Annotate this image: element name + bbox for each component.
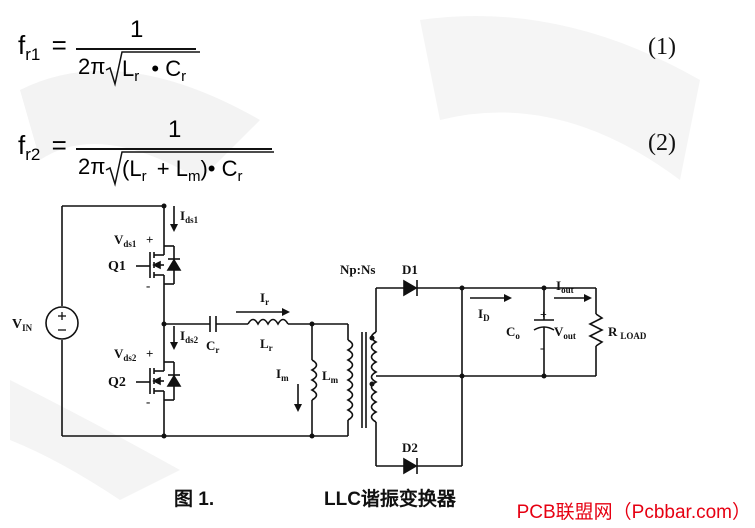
label-ids1: Ids1: [180, 208, 199, 225]
junction-dot: [541, 373, 547, 379]
eq2-den-L2: L: [175, 156, 188, 181]
label-vds2-plus: +: [146, 346, 153, 361]
eq2-lhs-base: f: [18, 130, 26, 160]
transformer-primary-icon: [346, 339, 354, 421]
junction-dot: [161, 321, 167, 327]
label-lr: Lr: [260, 336, 273, 353]
label-co: Co: [506, 324, 520, 341]
q1-mosfet-icon: [136, 246, 165, 284]
eq2-lhs: fr2 =: [18, 130, 67, 165]
junction-dot: [309, 433, 315, 439]
eq2-equals: =: [51, 130, 67, 160]
lm-inductor-icon: [310, 359, 318, 401]
junction-dot: [309, 321, 315, 327]
eq2-close-paren: ): [200, 156, 208, 181]
eq2-denominator: 2π: [78, 154, 105, 180]
eq1-lhs-sub: r1: [25, 45, 41, 64]
eq2-fraction-bar: [76, 148, 272, 150]
figure-title: LLC谐振变换器: [324, 489, 456, 510]
site-watermark: PCB联盟网（Pcbbar.com）: [516, 502, 751, 523]
eq2-den-inner: (Lr + Lm)• Cr: [122, 156, 242, 185]
eq1-sqrt-icon: [105, 51, 200, 87]
label-d2: D2: [402, 440, 418, 455]
junction-dot: [161, 433, 167, 439]
eq2-den-prefix: 2π: [78, 154, 106, 179]
eq2-den-plus: +: [156, 156, 170, 181]
eq1-den-C: C: [165, 56, 182, 81]
vin-source-icon: [45, 306, 79, 340]
eq2-den-C-sub: r: [237, 168, 243, 185]
label-id: ID: [478, 306, 490, 323]
eq1-den-inner: Lr • Cr: [122, 56, 186, 85]
transformer-secondary-icon: [370, 331, 378, 423]
eq2-sqrt-icon: [105, 151, 274, 187]
q2-body-diode-icon: [166, 374, 182, 387]
label-vds2-minus: -: [146, 394, 150, 409]
eq2-numerator: 1: [168, 116, 182, 143]
eq2-den-L1-sub: r: [141, 168, 147, 185]
junction-dot: [541, 285, 547, 291]
label-ids2: Ids2: [180, 328, 199, 345]
label-vin: VIN: [12, 317, 33, 333]
eq2-den-L2-sub: m: [187, 168, 201, 185]
eq1-number: (1): [648, 34, 676, 60]
q1-body-diode-icon: [166, 258, 182, 271]
cr-capacitor-icon: [209, 316, 217, 332]
label-ir: Ir: [260, 290, 269, 307]
eq2-den-dot: •: [207, 156, 216, 181]
eq1-den-L-sub: r: [134, 68, 140, 85]
eq2-den-L1: L: [129, 156, 142, 181]
eq1-fraction-bar: [76, 48, 196, 50]
eq1-den-prefix: 2π: [78, 54, 106, 79]
d1-diode-icon: [403, 279, 418, 297]
q2-mosfet-icon: [136, 362, 165, 400]
lr-inductor-icon: [247, 318, 289, 326]
eq1-den-C-sub: r: [181, 68, 187, 85]
label-iout: Iout: [556, 278, 574, 295]
eq1-lhs: fr1 =: [18, 30, 67, 65]
eq1-equals: =: [51, 30, 67, 60]
transformer-dot-icon: [369, 335, 375, 341]
eq1-numerator: 1: [130, 16, 144, 43]
label-co-plus: +: [540, 307, 547, 321]
eq2-open-paren: (: [122, 156, 130, 181]
label-vds1-minus: -: [146, 278, 150, 293]
eq2-number: (2): [648, 130, 676, 156]
figure-number: 图 1.: [174, 489, 215, 510]
eq1-den-dot: •: [151, 56, 160, 81]
eq1-den-L: L: [122, 56, 135, 81]
rload-resistor-icon: [588, 313, 604, 347]
label-vds2: Vds2: [114, 346, 137, 363]
label-d1: D1: [402, 262, 418, 277]
eq2-lhs-sub: r2: [25, 145, 41, 164]
transformer-dot-icon: [369, 381, 375, 387]
label-vds1: Vds1: [114, 232, 137, 249]
label-vds1-plus: +: [146, 232, 153, 247]
junction-dot: [459, 373, 465, 379]
junction-dot: [459, 285, 465, 291]
eq1-lhs-base: f: [18, 30, 26, 60]
eq2-den-C: C: [221, 156, 238, 181]
d2-diode-icon: [403, 457, 418, 475]
label-q1: Q1: [108, 259, 126, 274]
junction-dot: [161, 203, 167, 209]
label-lm: Lm: [322, 368, 339, 385]
label-co-minus: -: [540, 341, 544, 355]
eq1-denominator: 2π: [78, 54, 105, 80]
label-np-ns: Np:Ns: [340, 262, 375, 277]
label-im: Im: [276, 366, 289, 383]
label-cr: Cr: [206, 338, 219, 355]
label-vout: Vout: [554, 324, 576, 341]
label-q2: Q2: [108, 375, 126, 390]
